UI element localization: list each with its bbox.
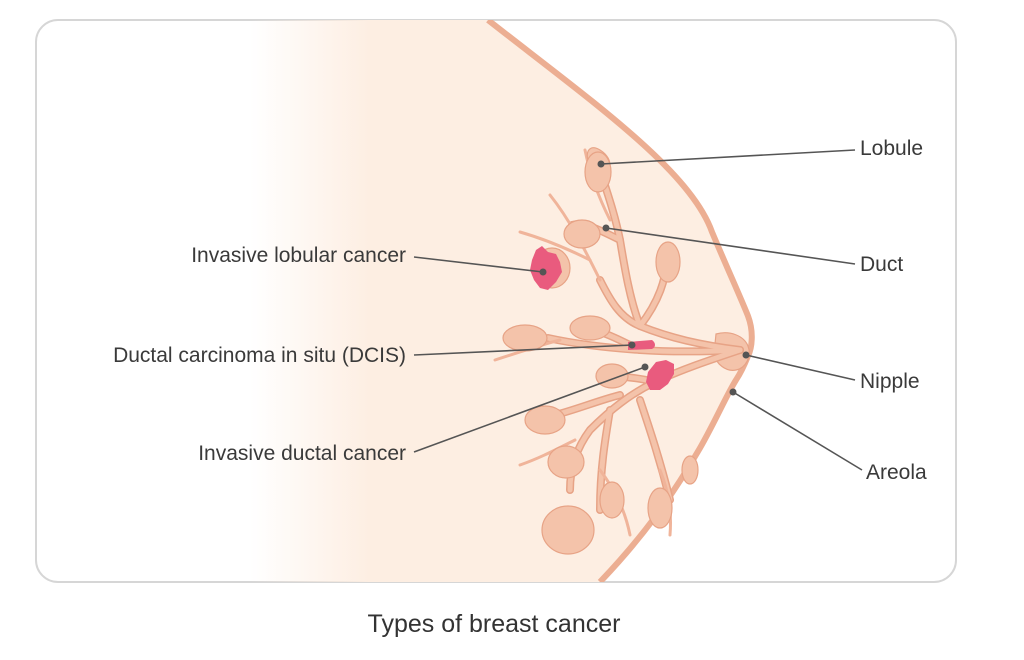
diagram-caption: Types of breast cancer — [368, 610, 621, 638]
lobule-11 — [541, 505, 595, 555]
tumor-invasive-ductal — [646, 360, 674, 390]
lobules — [502, 147, 699, 555]
tumor-dcis — [628, 340, 655, 350]
lobule-12 — [599, 481, 625, 519]
chest-wall-fade — [250, 20, 370, 582]
lobule-6 — [502, 324, 548, 352]
tumors — [530, 246, 674, 390]
label-lobule: Lobule — [860, 137, 923, 160]
lobule-8 — [595, 363, 629, 389]
label-duct: Duct — [860, 253, 903, 276]
lobule-4 — [655, 241, 681, 283]
lobule-7 — [569, 315, 611, 341]
tumor-invasive-lobular — [530, 246, 562, 290]
label-invasive-lobular-cancer: Invasive lobular cancer — [191, 244, 406, 267]
label-areola: Areola — [866, 461, 927, 484]
label-dcis: Ductal carcinoma in situ (DCIS) — [113, 344, 406, 367]
lobule-10 — [547, 445, 585, 479]
lobule-2 — [584, 151, 612, 193]
leader-lines — [413, 149, 863, 471]
label-invasive-ductal-cancer: Invasive ductal cancer — [198, 442, 406, 465]
lobule-3 — [563, 219, 601, 249]
lobule-13 — [647, 487, 673, 529]
label-nipple: Nipple — [860, 370, 920, 393]
lobule-14 — [681, 455, 699, 485]
lobule-9 — [524, 405, 566, 435]
